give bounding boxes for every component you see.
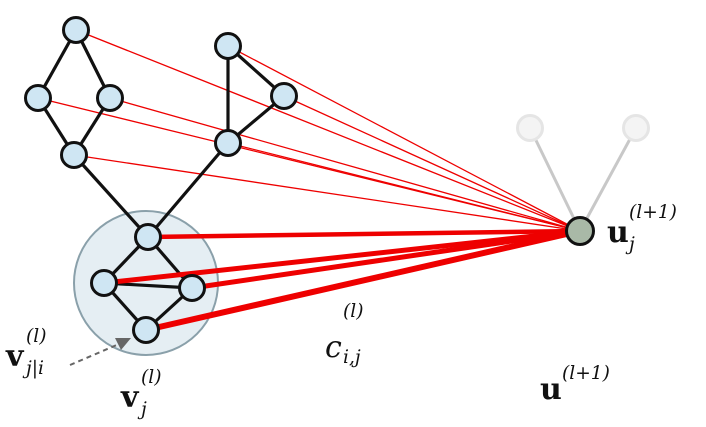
thin-coupling-edges xyxy=(37,29,581,232)
node-a1 xyxy=(62,16,90,44)
part-arrow xyxy=(69,338,131,366)
strong-coupling-edge-c3 xyxy=(191,228,581,291)
strong-coupling-edge-c2 xyxy=(103,228,581,286)
arrow-head xyxy=(115,338,131,350)
u-layer-base: u xyxy=(540,372,562,407)
node-a3 xyxy=(96,84,124,112)
node-c3 xyxy=(178,274,206,302)
coupling-edge-a4 xyxy=(73,154,581,232)
coupling-label: c (l) i,j xyxy=(325,302,363,366)
coupling-sub: i,j xyxy=(343,347,361,368)
faded-edge-f1 xyxy=(528,127,582,232)
node-target-u xyxy=(565,216,595,246)
arrow-shaft xyxy=(69,343,120,366)
v-part-sup: (l) xyxy=(26,326,47,347)
u-target-sup: (l+1) xyxy=(629,202,677,223)
v-part-base: v xyxy=(6,339,24,374)
u-target-label: u (l+1) j xyxy=(607,203,677,253)
v-whole-base: v xyxy=(121,380,139,415)
edge-a4-c1 xyxy=(72,153,150,239)
node-f2 xyxy=(622,114,650,142)
coupling-edge-b2 xyxy=(283,95,581,232)
v-part-label: v (l) j|i xyxy=(6,327,46,377)
coupling-edge-b1 xyxy=(227,45,581,232)
u-layer-sup: (l+1) xyxy=(562,363,610,384)
faded-edge-f2 xyxy=(578,127,638,232)
faded-parent-edges xyxy=(528,127,638,232)
node-b2 xyxy=(270,82,298,110)
node-c4 xyxy=(132,316,160,344)
thick-coupling-edges xyxy=(103,228,581,333)
node-c1 xyxy=(134,223,162,251)
node-b3 xyxy=(214,129,242,157)
coupling-edge-a3 xyxy=(109,97,581,232)
u-target-base: u xyxy=(607,215,629,250)
coupling-edge-b3 xyxy=(227,142,581,232)
v-whole-label: v (l) j xyxy=(121,368,161,418)
graph-nodes xyxy=(24,16,650,344)
coupling-base: c xyxy=(325,330,342,365)
edge-b3-c1 xyxy=(146,141,230,239)
u-layer-label: u (l+1) xyxy=(540,364,610,407)
coupling-sup: (l) xyxy=(343,301,364,322)
node-f1 xyxy=(516,114,544,142)
node-b1 xyxy=(214,32,242,60)
u-target-sub: j xyxy=(629,234,635,255)
strong-coupling-edge-c1 xyxy=(147,228,581,240)
v-whole-sup: (l) xyxy=(141,367,162,388)
v-whole-sub: j xyxy=(141,399,147,420)
node-c2 xyxy=(90,269,118,297)
v-part-sub: j|i xyxy=(26,358,44,379)
node-a2 xyxy=(24,84,52,112)
coupling-edge-a1 xyxy=(75,29,581,232)
strong-coupling-edge-c4 xyxy=(145,228,581,333)
node-a4 xyxy=(60,141,88,169)
